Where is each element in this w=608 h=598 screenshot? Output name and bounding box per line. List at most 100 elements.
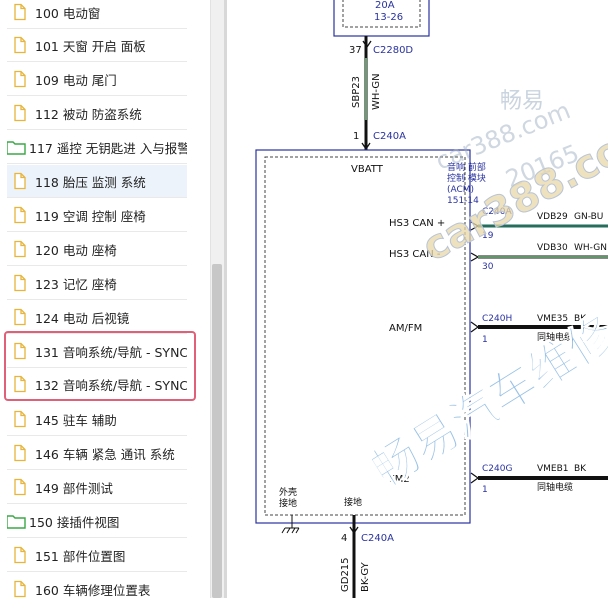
nav-tree: 100 电动窗 101 天窗 开启 面板 109 电动 尾门 112 被动 防盗…: [0, 0, 210, 598]
fuse-box: [333, 0, 430, 37]
document-icon: [14, 206, 26, 224]
nav-item-label: 119 空调 控制 座椅: [35, 208, 146, 224]
document-icon: [14, 342, 26, 360]
can-minus-circuit: VDB30: [537, 243, 568, 253]
nav-item-label: 120 电动 座椅: [35, 242, 117, 258]
supply-wire-color: WH-GN: [371, 73, 382, 110]
fm2-cable-type: 同轴电缆: [537, 481, 573, 493]
nav-item-label: 109 电动 尾门: [35, 72, 117, 88]
nav-item-132[interactable]: 132 音响系统/导航 - SYNC+: [7, 368, 187, 401]
nav-item-label: 124 电动 后视镜: [35, 310, 130, 326]
nav-item-label: 100 电动窗: [35, 5, 101, 21]
can-minus-pin: 30: [482, 262, 494, 272]
document-icon: [14, 274, 26, 292]
acm-in-pin: 1: [353, 131, 359, 142]
nav-item-124[interactable]: 124 电动 后视镜: [7, 301, 187, 334]
amfm-pin: 1: [482, 335, 488, 345]
top-pin-number: 37: [349, 45, 362, 56]
fm2-arrow: [470, 472, 480, 484]
nav-item-label: 146 车辆 紧急 通讯 系统: [35, 446, 175, 462]
document-icon: [14, 375, 26, 393]
acm-module-inner: [264, 156, 466, 516]
nav-item-label: 132 音响系统/导航 - SYNC+: [35, 377, 187, 393]
document-icon: [14, 444, 26, 462]
nav-item-label: 112 被动 防盗系统: [35, 106, 142, 122]
document-icon: [14, 580, 26, 598]
document-icon: [14, 410, 26, 428]
fm2-color: BK: [574, 464, 587, 474]
acm-name-line-1: 音响 前部: [447, 161, 486, 173]
ground-connector-arrow: [349, 526, 359, 535]
ground-wire-color: BK-GY: [360, 561, 371, 592]
ground-connector: C240A: [361, 533, 394, 544]
acm-in-arrow: [361, 142, 371, 151]
amfm-cable-type: 同轴电缆: [537, 331, 573, 343]
folder-icon: [7, 141, 26, 155]
acm-ref: 151-14: [447, 196, 479, 206]
ground-label: 接地: [344, 496, 362, 508]
document-icon: [14, 70, 26, 88]
document-icon: [14, 172, 26, 190]
nav-item-145[interactable]: 145 驻车 辅助: [7, 403, 187, 436]
amfm-arrow: [470, 321, 480, 333]
can-plus-arrow: [470, 221, 480, 231]
nav-item-112[interactable]: 112 被动 防盗系统: [7, 97, 187, 130]
nav-item-label: 149 部件测试: [35, 480, 113, 496]
document-icon: [14, 104, 26, 122]
case-ground-line-2: 接地: [279, 497, 297, 509]
nav-item-label: 151 部件位置图: [35, 548, 126, 564]
nav-item-label: 123 记忆 座椅: [35, 276, 117, 292]
amfm-connector: C240H: [482, 314, 512, 324]
pane-divider[interactable]: [224, 0, 227, 598]
nav-item-label: 150 接插件视图: [29, 514, 120, 530]
amfm-color: BK: [574, 314, 587, 324]
acm-name-line-2: 控制 模块: [447, 172, 486, 184]
acm-in-connector: C240A: [373, 131, 406, 142]
acm-module-outline: [255, 149, 471, 524]
nav-item-label: 131 音响系统/导航 - SYNC 4: [35, 344, 187, 360]
nav-item-131[interactable]: 131 音响系统/导航 - SYNC 4: [7, 335, 187, 368]
nav-item-100[interactable]: 100 电动窗: [7, 0, 187, 29]
nav-item-label: 101 天窗 开启 面板: [35, 38, 146, 54]
ground-pin: 4: [341, 533, 347, 544]
document-icon: [14, 478, 26, 496]
can-minus-arrow: [470, 252, 480, 262]
nav-item-150-folder[interactable]: 150 接插件视图: [7, 505, 187, 538]
nav-item-117-folder[interactable]: 117 遥控 无钥匙进 入与报警: [7, 131, 187, 164]
nav-item-149[interactable]: 149 部件测试: [7, 471, 187, 504]
nav-item-label: 117 遥控 无钥匙进 入与报警: [29, 140, 187, 156]
nav-item-118[interactable]: 118 胎压 监测 系统: [7, 165, 187, 198]
nav-item-label: 118 胎压 监测 系统: [35, 174, 146, 190]
document-icon: [14, 546, 26, 564]
signal-hs3-can-plus: HS3 CAN +: [389, 218, 445, 229]
top-connector-label: C2280D: [373, 45, 413, 56]
nav-scrollbar-thumb[interactable]: [212, 264, 222, 598]
document-icon: [14, 36, 26, 54]
signal-am-fm: AM/FM: [389, 323, 422, 334]
can-minus-color: WH-GN: [574, 243, 607, 253]
signal-fm2: FM2: [389, 474, 410, 485]
fm2-circuit: VMEB1: [537, 464, 569, 474]
nav-item-label: 160 车辆修理位置表: [35, 582, 151, 598]
signal-hs3-can-minus: HS3 CAN -: [389, 249, 441, 260]
nav-item-109[interactable]: 109 电动 尾门: [7, 63, 187, 96]
can-plus-pin: 19: [482, 231, 494, 241]
nav-item-119[interactable]: 119 空调 控制 座椅: [7, 199, 187, 232]
fuse-box-inner: [342, 0, 421, 28]
nav-item-123[interactable]: 123 记忆 座椅: [7, 267, 187, 300]
nav-item-label: 145 驻车 辅助: [35, 412, 117, 428]
chassis-ground-icon: [281, 527, 300, 534]
ground-circuit: GD215: [340, 557, 351, 592]
nav-item-101[interactable]: 101 天窗 开启 面板: [7, 29, 187, 62]
nav-item-146[interactable]: 146 车辆 紧急 通讯 系统: [7, 437, 187, 470]
document-icon: [14, 240, 26, 258]
case-ground-line-1: 外壳: [279, 486, 297, 498]
can-plus-circuit: VDB29: [537, 212, 568, 222]
document-icon: [14, 3, 26, 21]
fuse-rating: 20A: [375, 0, 395, 11]
amfm-circuit: VME35: [537, 314, 568, 324]
nav-item-151[interactable]: 151 部件位置图: [7, 539, 187, 572]
nav-item-120[interactable]: 120 电动 座椅: [7, 233, 187, 266]
nav-item-160[interactable]: 160 车辆修理位置表: [7, 573, 187, 598]
acm-name-line-3: (ACM): [447, 185, 474, 195]
